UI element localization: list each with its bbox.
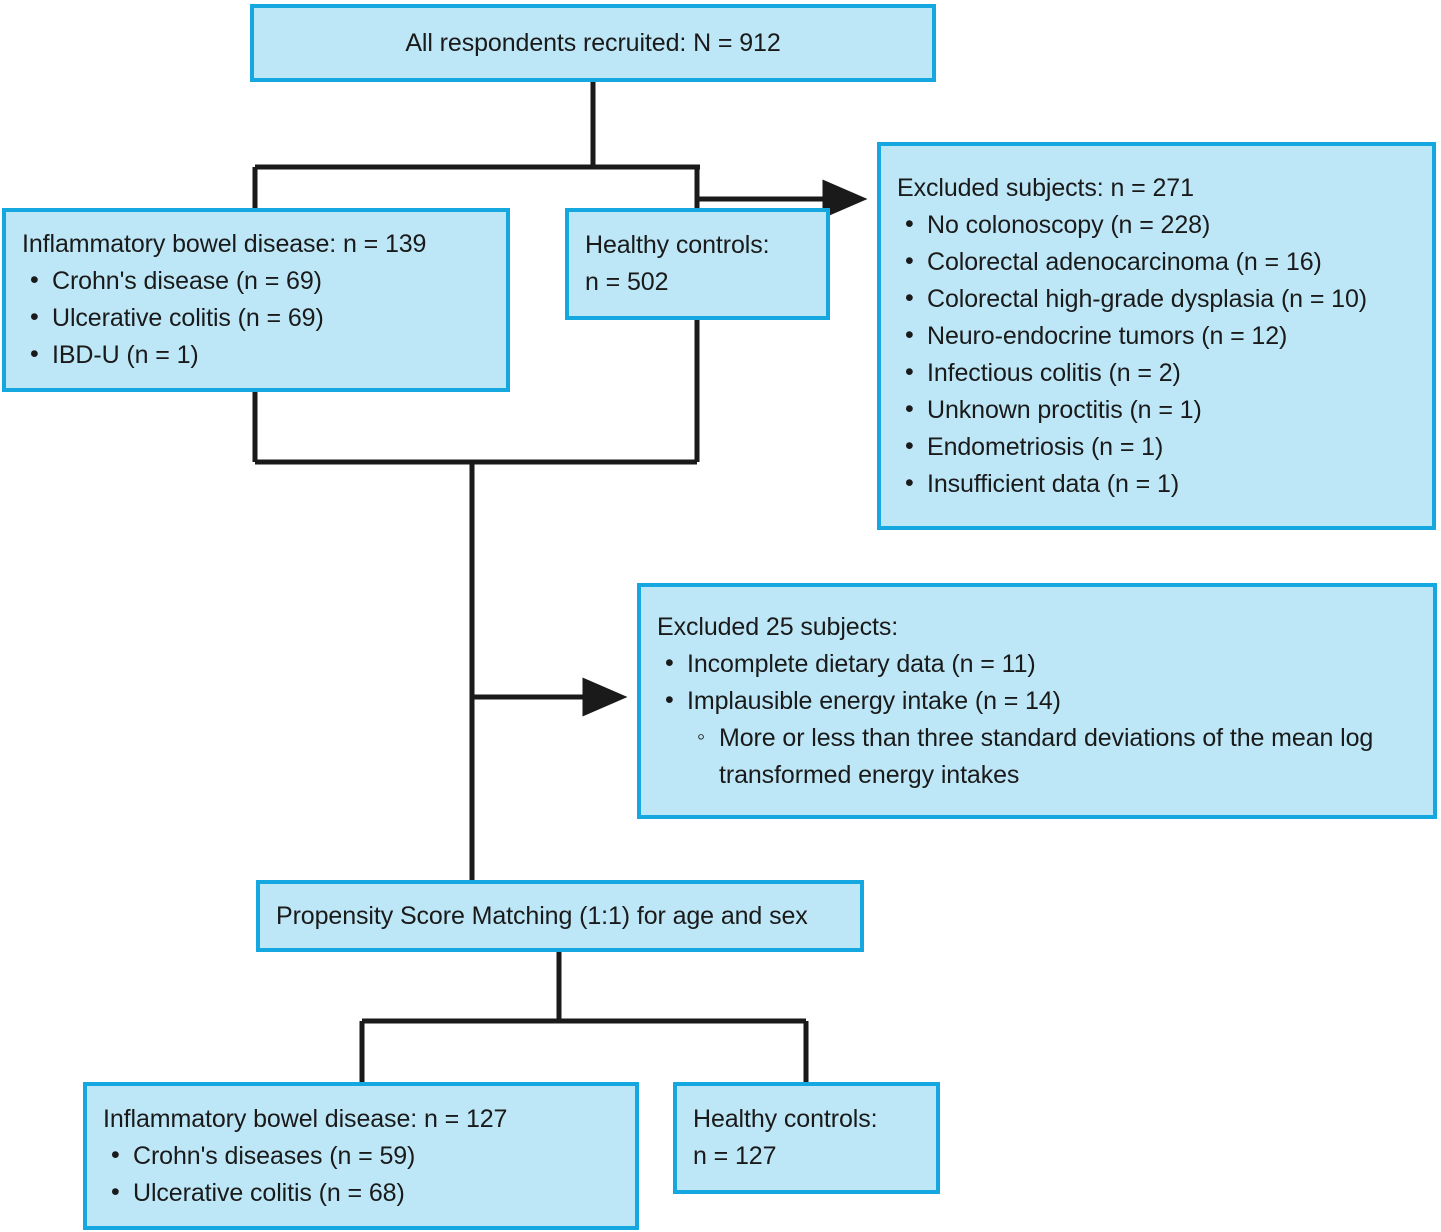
node-propensity-matching: Propensity Score Matching (1:1) for age … xyxy=(256,880,864,952)
node-healthy-matched: Healthy controls: n = 127 xyxy=(673,1082,940,1194)
ibd-initial-bullet-list: Crohn's disease (n = 69) Ulcerative coli… xyxy=(22,262,490,374)
list-item: Ulcerative colitis (n = 68) xyxy=(103,1174,619,1212)
list-item: Infectious colitis (n = 2) xyxy=(897,354,1416,392)
node-ibd-matched: Inflammatory bowel disease: n = 127 Croh… xyxy=(83,1082,639,1230)
list-item: Incomplete dietary data (n = 11) xyxy=(657,645,1417,683)
list-item: Endometriosis (n = 1) xyxy=(897,428,1416,466)
list-item: Colorectal high-grade dysplasia (n = 10) xyxy=(897,280,1416,318)
healthy-matched-line1: Healthy controls: xyxy=(693,1105,878,1133)
ibd-matched-bullet-list: Crohn's diseases (n = 59) Ulcerative col… xyxy=(103,1137,619,1212)
healthy-initial-line1: Healthy controls: xyxy=(585,231,770,259)
list-item: Crohn's diseases (n = 59) xyxy=(103,1137,619,1175)
ibd-matched-title: Inflammatory bowel disease: n = 127 xyxy=(103,1104,508,1133)
list-item: No colonoscopy (n = 228) xyxy=(897,206,1416,244)
excluded-subjects-bullet-list: No colonoscopy (n = 228) Colorectal aden… xyxy=(897,206,1416,503)
node-ibd-initial: Inflammatory bowel disease: n = 139 Croh… xyxy=(2,208,510,392)
node-excluded-25: Excluded 25 subjects: Incomplete dietary… xyxy=(637,583,1437,819)
all-respondents-title: All respondents recruited: N = 912 xyxy=(405,28,781,57)
excluded-subjects-title: Excluded subjects: n = 271 xyxy=(897,173,1194,202)
list-item: Insufficient data (n = 1) xyxy=(897,465,1416,503)
node-healthy-initial: Healthy controls: n = 502 xyxy=(565,208,830,320)
list-item: Neuro-endocrine tumors (n = 12) xyxy=(897,317,1416,355)
list-item: Crohn's disease (n = 69) xyxy=(22,262,490,300)
list-item-sub: More or less than three standard deviati… xyxy=(657,719,1417,794)
list-item: Implausible energy intake (n = 14) xyxy=(657,682,1417,720)
node-excluded-subjects: Excluded subjects: n = 271 No colonoscop… xyxy=(877,142,1436,530)
list-item: Colorectal adenocarcinoma (n = 16) xyxy=(897,243,1416,281)
list-item: Ulcerative colitis (n = 69) xyxy=(22,299,490,337)
healthy-initial-line2: n = 502 xyxy=(585,268,669,296)
ibd-initial-title: Inflammatory bowel disease: n = 139 xyxy=(22,230,427,258)
list-item: IBD-U (n = 1) xyxy=(22,336,490,374)
propensity-title: Propensity Score Matching (1:1) for age … xyxy=(276,901,808,930)
list-item: Unknown proctitis (n = 1) xyxy=(897,391,1416,429)
excluded-25-bullet-list: Incomplete dietary data (n = 11) Implaus… xyxy=(657,645,1417,794)
healthy-matched-line2: n = 127 xyxy=(693,1142,777,1170)
node-all-respondents: All respondents recruited: N = 912 xyxy=(250,4,936,82)
excluded-25-title: Excluded 25 subjects: xyxy=(657,612,899,641)
